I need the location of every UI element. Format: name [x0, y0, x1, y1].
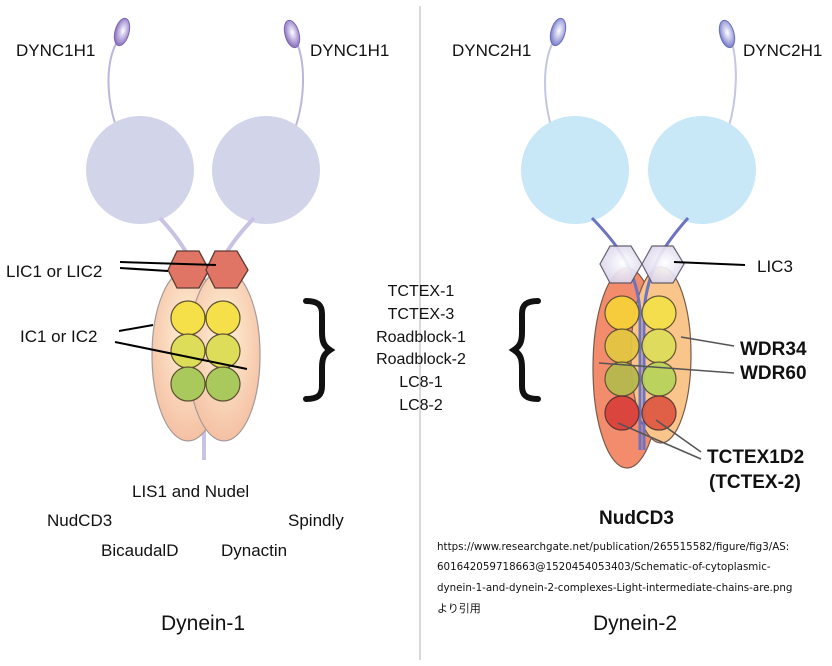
dynein-2-complex — [521, 17, 756, 469]
dynein1-light-chain — [170, 300, 206, 336]
dynein2-title: Dynein-2 — [593, 612, 677, 635]
dynein1-light-chain — [205, 300, 241, 336]
wdr60-leader-line — [598, 362, 735, 374]
lic3-leader-line — [673, 261, 746, 266]
dynein-1-complex — [86, 17, 320, 460]
tctex-leader-line — [617, 422, 702, 460]
dynein2-heavy-chain-label-right: DYNC2H1 — [743, 41, 822, 60]
dynein1-light-chain — [170, 333, 206, 369]
lic-leader-line — [119, 267, 169, 272]
dynein2-nudcd3-label: NudCD3 — [599, 508, 674, 529]
tctex-leader-line — [655, 419, 702, 453]
dynein2-light-chain — [604, 361, 640, 397]
dynein1-motor-head-left — [86, 116, 194, 224]
dynein1-light-chain — [170, 366, 206, 402]
dynein1-microtubule-binding-tip-left — [113, 17, 131, 47]
light-chain-item: Roadblock-1 — [376, 329, 466, 346]
interactor-dynactin: Dynactin — [221, 541, 287, 560]
interactor-bicaudald: BicaudalD — [101, 541, 179, 560]
citation-source-note: より引用 — [437, 601, 481, 615]
ic-leader-line — [118, 324, 154, 332]
dynein2-motor-head-right — [648, 116, 756, 224]
dynein2-heavy-chain-label-left: DYNC2H1 — [452, 41, 531, 60]
dynein1-light-chain — [205, 366, 241, 402]
dynein2-light-chain — [641, 328, 677, 364]
interactor-lis1-nudel: LIS1 and Nudel — [132, 482, 249, 501]
right-brace-icon — [303, 298, 336, 402]
light-chain-item: Roadblock-2 — [376, 351, 466, 368]
dynein1-microtubule-binding-tip-right — [283, 19, 301, 49]
light-chain-item: LC8-1 — [399, 374, 443, 391]
dynein1-motor-head-right — [212, 116, 320, 224]
dynein2-motor-head-left — [521, 116, 629, 224]
dynein2-microtubule-binding-tip-right — [718, 19, 736, 49]
dynein1-lic-label: LIC1 or LIC2 — [6, 262, 102, 281]
dynein2-tctex1d2-label: TCTEX1D2 — [707, 447, 804, 468]
citation-url-line: dynein-1-and-dynein-2-complexes-Light-in… — [437, 582, 792, 594]
dynein1-light-intermediate-chain-right — [205, 250, 249, 289]
dynein2-wdr34-label: WDR34 — [740, 339, 807, 360]
citation: https://www.researchgate.net/publication… — [437, 541, 792, 615]
citation-url-line: 601642059718663@1520454053403/Schematic-… — [437, 561, 771, 573]
dynein1-light-chain — [205, 333, 241, 369]
dynein2-light-chain — [604, 328, 640, 364]
dynein2-light-chain — [641, 295, 677, 331]
light-chain-item: TCTEX-3 — [388, 306, 455, 323]
dynein2-light-intermediate-chain-right — [641, 245, 685, 284]
shared-light-chain-list: TCTEX-1 TCTEX-3 Roadblock-1 Roadblock-2 … — [376, 283, 466, 414]
light-chain-item: LC8-2 — [399, 397, 443, 414]
ic-leader-line — [114, 341, 248, 370]
dynein2-tctex2-chain — [641, 395, 677, 431]
interactor-nudcd3: NudCD3 — [47, 511, 112, 530]
dynein2-wdr60-label: WDR60 — [740, 363, 807, 384]
citation-url-line: https://www.researchgate.net/publication… — [437, 541, 789, 553]
interactor-spindly: Spindly — [288, 511, 344, 530]
dynein1-ic-label: IC1 or IC2 — [20, 327, 97, 346]
lic-leader-line — [119, 261, 217, 266]
dynein1-heavy-chain-label-right: DYNC1H1 — [310, 41, 389, 60]
dynein2-tctex2-chain — [604, 395, 640, 431]
light-chain-item: TCTEX-1 — [388, 283, 455, 300]
dynein2-light-chain — [604, 295, 640, 331]
dynein2-microtubule-binding-tip-left — [549, 17, 567, 47]
left-brace-icon — [508, 298, 541, 402]
dynein2-lic3-label: LIC3 — [757, 257, 793, 276]
wdr34-leader-line — [680, 336, 735, 347]
dynein2-tctex2-label: (TCTEX-2) — [709, 472, 801, 493]
dynein1-heavy-chain-label-left: DYNC1H1 — [16, 41, 95, 60]
dynein1-title: Dynein-1 — [161, 612, 245, 635]
